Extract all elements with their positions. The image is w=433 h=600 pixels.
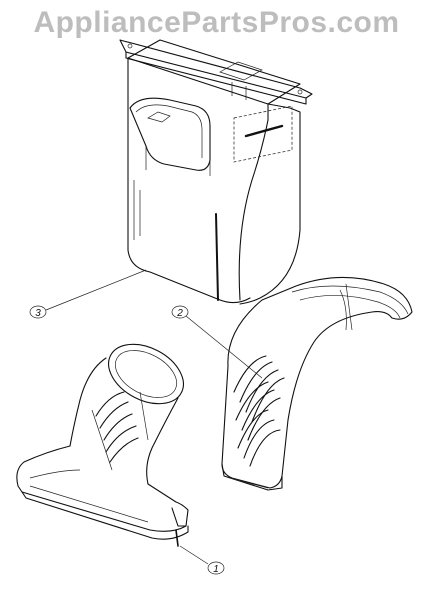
watermark-logo: AppliancePartsPros.com (33, 6, 400, 39)
callout-2: 2 (171, 305, 263, 379)
callout-3-circle (29, 305, 47, 319)
part-3-housing (119, 39, 313, 305)
callout-1-circle (207, 561, 225, 575)
callout-1: 1 (179, 545, 225, 575)
part-2-grille-cover (221, 276, 413, 491)
callout-3: 3 (29, 269, 147, 319)
callout-2-circle (171, 305, 189, 319)
callout-2-label: 2 (176, 308, 183, 319)
callout-3-label: 3 (35, 308, 41, 319)
part-1-nozzle (16, 343, 189, 547)
callout-1-label: 1 (213, 564, 219, 575)
